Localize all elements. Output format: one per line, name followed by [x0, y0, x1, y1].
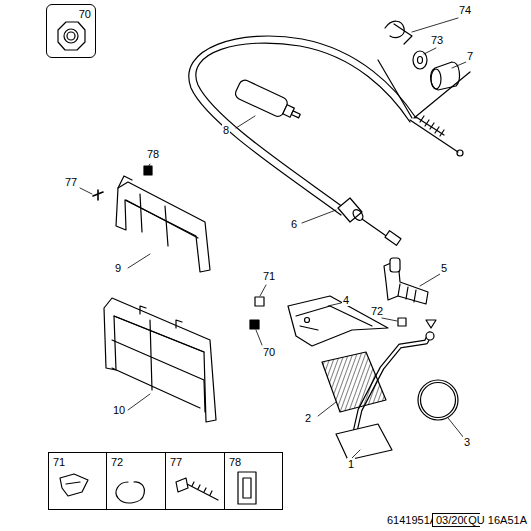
legend-cell: 78	[224, 452, 283, 510]
part-box: 70	[46, 4, 96, 58]
callout-number: 5	[440, 262, 448, 274]
callout-number: 6	[290, 218, 298, 230]
callout-number: 2	[304, 412, 312, 424]
callout-number: 72	[111, 456, 123, 468]
callout-number: 70	[79, 8, 91, 20]
legend-cell: 77	[165, 452, 225, 510]
callout-number: 70	[262, 346, 276, 358]
callout-number: 10	[112, 404, 126, 416]
callout-number: 78	[229, 456, 241, 468]
callout-number: 77	[64, 176, 78, 188]
callout-number: 4	[342, 294, 350, 306]
callout-number: 3	[463, 436, 471, 448]
legend-cell: 72	[106, 452, 166, 510]
callout-number: 71	[262, 270, 276, 282]
callout-number: 74	[458, 4, 472, 16]
callout-number: 72	[370, 305, 384, 317]
reference-code: 6141951A	[386, 514, 438, 526]
callout-number: 78	[146, 148, 160, 160]
callout-number: 8	[222, 124, 230, 136]
callout-number: 1	[347, 458, 355, 470]
callout-number: 77	[170, 456, 182, 468]
callout-number: 71	[53, 456, 65, 468]
reference-code: QU 16A51A	[467, 514, 528, 526]
callout-number: 73	[430, 34, 444, 46]
legend-cell: 71	[48, 452, 107, 510]
callout-number: 7	[466, 50, 474, 62]
callout-number: 9	[114, 262, 122, 274]
